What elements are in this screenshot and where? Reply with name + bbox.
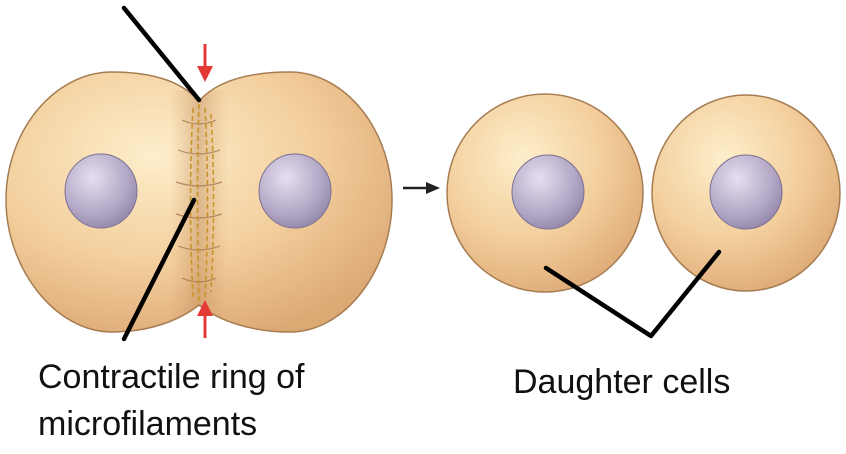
furrow-arrow-top [197, 44, 213, 82]
daughter-cell-left [447, 94, 643, 292]
contractile-ring-label-line2: microfilaments [38, 404, 257, 444]
daughter-cell-right [652, 95, 840, 291]
process-arrow [403, 182, 440, 194]
dividing-cell [6, 72, 392, 332]
daughter-nucleus-right [710, 155, 782, 229]
contractile-ring-label-line1: Contractile ring of [38, 357, 304, 397]
daughter-nucleus-left [512, 155, 584, 229]
daughter-cells-label: Daughter cells [513, 362, 730, 402]
nucleus-left [65, 154, 137, 228]
nucleus-right [259, 154, 331, 228]
